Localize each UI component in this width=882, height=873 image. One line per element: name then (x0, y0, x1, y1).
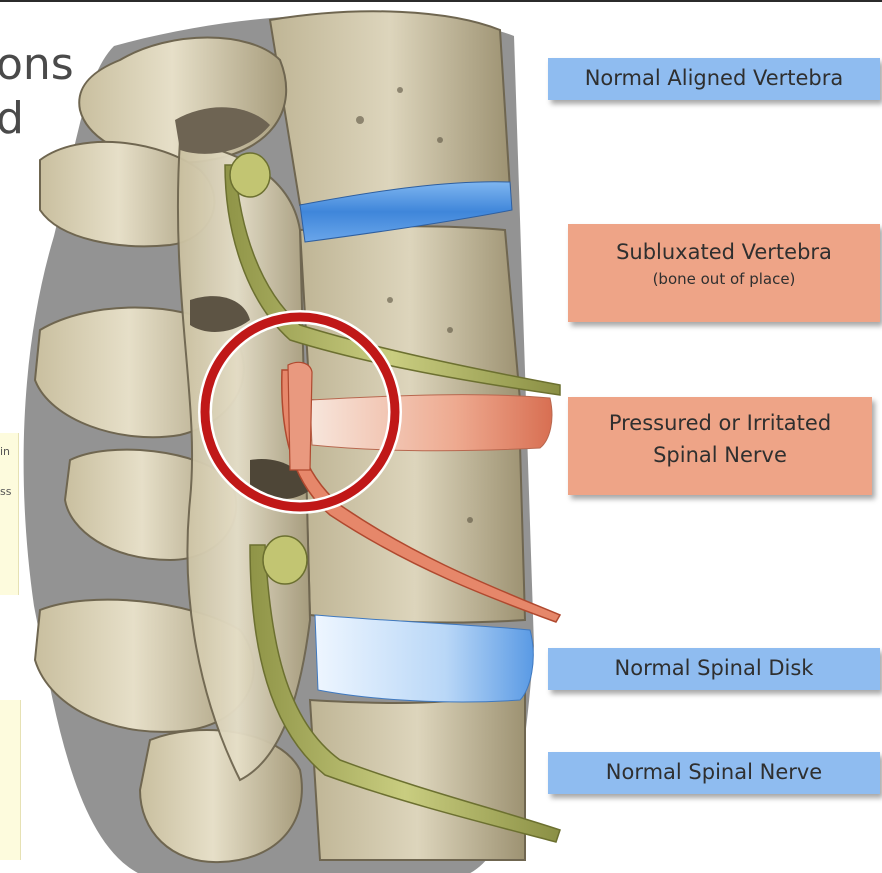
transverse-process-lower (140, 730, 302, 862)
label-pressured-nerve-line1: Pressured or Irritated (568, 411, 872, 435)
label-normal-aligned-vertebra: Normal Aligned Vertebra (548, 58, 880, 100)
label-normal-spinal-disk: Normal Spinal Disk (548, 648, 880, 690)
label-subluxated-vertebra-sub: (bone out of place) (568, 270, 880, 288)
label-pressured-nerve: Pressured or Irritated Spinal Nerve (568, 397, 872, 495)
label-normal-aligned-vertebra-text: Normal Aligned Vertebra (548, 66, 880, 90)
label-normal-spinal-disk-text: Normal Spinal Disk (548, 656, 880, 680)
nerve-root-bottom (263, 536, 307, 584)
label-subluxated-vertebra-text: Subluxated Vertebra (568, 240, 880, 264)
label-subluxated-vertebra: Subluxated Vertebra (bone out of place) (568, 224, 880, 322)
nerve-root-top (230, 153, 270, 197)
label-normal-spinal-nerve: Normal Spinal Nerve (548, 752, 880, 794)
irritated-disk (310, 395, 552, 451)
normal-disk-lower (315, 615, 533, 702)
vertebra-body-top (270, 11, 510, 207)
irritated-nerve-root (288, 362, 312, 470)
label-normal-spinal-nerve-text: Normal Spinal Nerve (548, 760, 880, 784)
label-pressured-nerve-line2: Spinal Nerve (568, 443, 872, 467)
